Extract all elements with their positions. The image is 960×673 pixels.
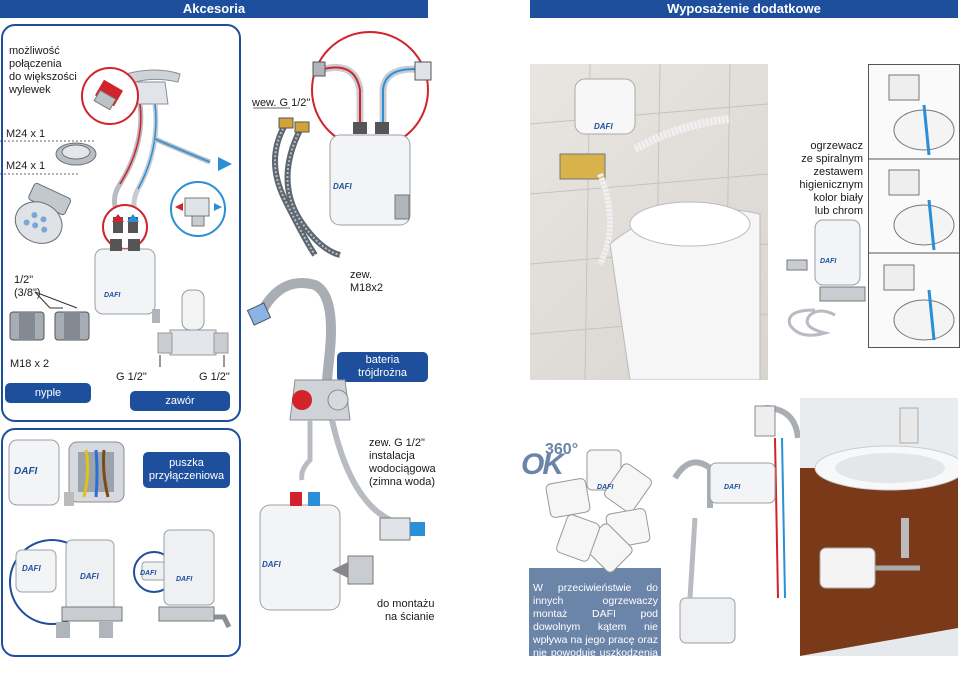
small-logo-2: DAFI xyxy=(80,572,99,581)
sink-installation-illustration xyxy=(672,405,800,644)
heater-spiral-label: ogrzewacz ze spiralnym zestawem higienic… xyxy=(799,140,863,217)
cover-logo: DAFI xyxy=(14,466,38,477)
zew-m18-label: zew. M18x2 xyxy=(350,269,384,294)
valve-illustration xyxy=(157,289,229,367)
bathroom-photo: DAFI xyxy=(530,64,768,380)
valve-label: zawór xyxy=(130,391,230,411)
nipples-illustration xyxy=(9,291,90,341)
g-half-label-2: G 1/2" xyxy=(199,371,230,383)
half-inch-label: 1/2" (3/8") xyxy=(14,274,41,299)
wall-mount-label: do montażu na ścianie xyxy=(377,598,435,623)
heater-logo-small: DAFI xyxy=(104,292,121,299)
heater-logo-bottom: DAFI xyxy=(262,560,281,569)
m24-label-bottom: M24 x 1 xyxy=(6,160,46,172)
faucet-aerator-illustration xyxy=(0,67,232,323)
m24-label-top: M24 x 1 xyxy=(6,128,46,140)
sink-heater-logo: DAFI xyxy=(724,484,741,491)
spiral-heater-logo: DAFI xyxy=(820,258,837,265)
connection-label: możliwość połączenia do większości wylew… xyxy=(9,45,77,96)
m18-label: M18 x 2 xyxy=(10,358,50,370)
zew-g-label: zew. G 1/2" instalacja wodociągowa (zimn… xyxy=(369,437,436,488)
photo-heater-logo: DAFI xyxy=(594,122,613,131)
rotation-panel: OK 360° DAFI xyxy=(511,398,661,656)
installation-steps-panel xyxy=(868,64,960,348)
rotation-heater-logo: DAFI xyxy=(597,484,614,491)
info-text: W przeciwieństwie do innych ogrzewaczy m… xyxy=(533,582,658,672)
heater-logo-middle: DAFI xyxy=(333,182,352,191)
ok-mark: OK xyxy=(521,448,564,481)
rotation-degrees: 360° xyxy=(545,441,579,458)
three-way-faucet-illustration xyxy=(246,278,425,611)
nipples-label: nyple xyxy=(5,383,91,403)
spiral-heater-illustration xyxy=(786,219,866,337)
sink-cabinet-photo xyxy=(800,398,958,656)
wew-label: wew. G 1/2" xyxy=(252,97,311,109)
small-logo-4: DAFI xyxy=(176,576,193,583)
hoses-illustration xyxy=(253,31,432,258)
junction-box-illustration xyxy=(8,439,232,638)
left-section-header: Akcesoria xyxy=(0,0,428,18)
small-logo-1: DAFI xyxy=(22,564,41,573)
small-logo-3: DAFI xyxy=(140,570,157,577)
right-section-header: Wyposażenie dodatkowe xyxy=(530,0,958,18)
g-half-label-1: G 1/2" xyxy=(116,371,147,383)
